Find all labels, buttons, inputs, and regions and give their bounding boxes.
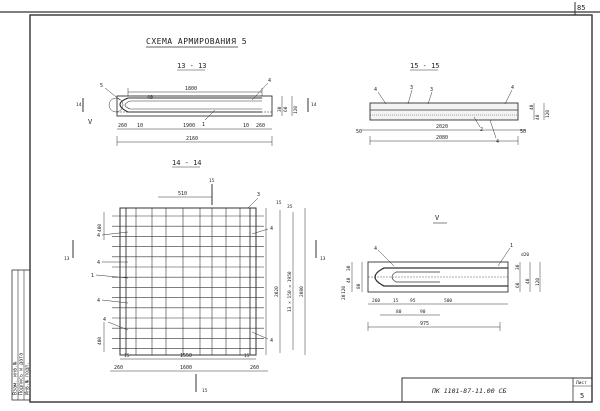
dim-13x150: 13 × 150 = 1950 xyxy=(287,271,293,312)
detail-callout-1: 1 xyxy=(510,243,513,249)
dim-510: 510 xyxy=(178,191,187,197)
slab-profile xyxy=(116,95,273,117)
detail-callout-4: 4 xyxy=(374,246,377,252)
slab-long-profile xyxy=(369,102,519,121)
callout-3-a: 3 xyxy=(410,85,413,91)
sheet-label: Лист xyxy=(576,380,587,386)
dim-35-top: 35 xyxy=(287,204,293,210)
dim-2020: 2020 xyxy=(436,124,448,130)
dim-15-right: 15 xyxy=(244,353,250,359)
dim-h30: 30 xyxy=(277,106,283,112)
dim-1900: 1900 xyxy=(183,123,195,129)
detail-rh30: 30 xyxy=(515,264,521,270)
detail-rh60: 60 xyxy=(515,282,521,288)
detail-h40: 40 xyxy=(346,277,352,283)
callout-4-right: 4 xyxy=(270,226,273,232)
dim-10-right: 10 xyxy=(243,123,249,129)
detail-h20: 20 xyxy=(341,294,347,300)
dim-50-left: 50 xyxy=(356,129,362,135)
cut-mark-15-bottom: 15 xyxy=(202,388,208,394)
dim-h120: 120 xyxy=(293,106,299,114)
plan-14-14: 14 - 14 510 15 3 400 400 13 13 4 4 1 4 xyxy=(64,159,326,394)
detail-ref-v: V xyxy=(88,118,93,126)
section-13-label: 13 - 13 xyxy=(177,62,207,70)
dim-2020: 2020 xyxy=(274,286,280,297)
dim-1550: 1550 xyxy=(180,353,192,359)
transverse-bars xyxy=(112,215,264,349)
dim-h40-b: 40 xyxy=(535,114,541,120)
section-15-label: 15 - 15 xyxy=(410,62,440,70)
side-label-sign: Подпись и дата xyxy=(19,353,25,395)
plan-14-label: 14 - 14 xyxy=(172,159,202,167)
cut-mark-13-right: 13 xyxy=(320,256,326,262)
dim-1600: 1600 xyxy=(180,365,192,371)
document-code: ПК 1101-87-11.00 СБ xyxy=(431,387,506,395)
dim-2080: 2080 xyxy=(436,135,448,141)
detail-dim-80: 80 xyxy=(396,309,402,315)
cut-mark-13-left: 13 xyxy=(64,256,70,262)
detail-dim-15: 15 xyxy=(393,298,399,304)
detail-dim-d20: d20 xyxy=(521,252,529,258)
callout-4-c: 4 xyxy=(97,298,100,304)
detail-rh120: 120 xyxy=(535,278,541,286)
section-13-13: 13 - 13 1800 40 5 4 1 V 260 10 1900 10 2… xyxy=(76,62,317,146)
dim-260-right: 260 xyxy=(250,365,259,371)
dim-h60: 60 xyxy=(283,106,289,112)
detail-dim-500: 500 xyxy=(444,298,452,304)
dim-15-top: 15 xyxy=(276,200,282,206)
callout-4-a: 4 xyxy=(374,87,377,93)
side-label-orig: Инв.№ подл. xyxy=(25,362,31,395)
dim-260-right: 260 xyxy=(256,123,265,129)
title-block: ПК 1101-87-11.00 СБ Лист 5 xyxy=(401,377,593,403)
detail-dim-95: 95 xyxy=(410,298,416,304)
sheet-number: 5 xyxy=(580,392,584,400)
dim-400-top: 400 xyxy=(97,224,103,232)
dim-1800: 1800 xyxy=(185,86,197,92)
detail-h30: 30 xyxy=(346,265,352,271)
side-stamp-strip: Взам. инв.№ Подпись и дата Инв.№ подл. xyxy=(11,269,31,401)
dim-400-bottom: 400 xyxy=(97,337,103,345)
dim-2080: 2080 xyxy=(299,286,305,297)
callout-4-c: 4 xyxy=(496,139,499,145)
callout-4-b: 4 xyxy=(511,85,514,91)
callout-4-d: 4 xyxy=(103,317,106,323)
detail-h80: 80 xyxy=(356,283,362,289)
callout-4: 4 xyxy=(268,78,271,84)
callout-5: 5 xyxy=(100,83,103,89)
page-number: 85 xyxy=(577,4,585,12)
drawing-frame xyxy=(29,14,593,403)
dim-260-left: 260 xyxy=(114,365,123,371)
drawing-title: СХЕМА АРМИРОВАНИЯ 5 xyxy=(146,37,247,46)
cut-mark-14-left: 14 xyxy=(76,102,82,108)
dim-h120: 120 xyxy=(545,110,551,118)
dim-2160: 2160 xyxy=(186,136,198,142)
detail-dim-90: 90 xyxy=(420,309,426,315)
dim-260-left: 260 xyxy=(118,123,127,129)
longitudinal-bars xyxy=(125,208,251,355)
callout-3: 3 xyxy=(257,192,260,198)
plan-slab-outline xyxy=(119,207,257,356)
detail-v: V 4 1 d20 30 40 80 120 20 30 60 40 120 2… xyxy=(341,214,541,331)
callout-4-right-b: 4 xyxy=(270,338,273,344)
callout-1: 1 xyxy=(202,122,205,128)
dim-15-left: 15 xyxy=(124,353,130,359)
cut-mark-14-right: 14 xyxy=(311,102,317,108)
detail-dim-260: 260 xyxy=(372,298,380,304)
dim-50-right: 50 xyxy=(520,129,526,135)
detail-v-label: V xyxy=(435,214,440,222)
cut-mark-15-top: 15 xyxy=(209,178,215,184)
section-15-15: 15 - 15 4 3 3 4 2 4 50 2020 50 2080 40 4… xyxy=(356,62,551,145)
side-label-inv: Взам. инв.№ xyxy=(13,362,19,395)
detail-rh40: 40 xyxy=(525,278,531,284)
detail-dim-975: 975 xyxy=(420,321,429,327)
callout-4-b: 4 xyxy=(97,260,100,266)
dim-h40-a: 40 xyxy=(529,104,535,110)
callout-4-a: 4 xyxy=(97,233,100,239)
callout-1: 1 xyxy=(91,273,94,279)
detail-h120: 120 xyxy=(341,286,347,294)
dim-10-left: 10 xyxy=(137,123,143,129)
callout-3-b: 3 xyxy=(430,87,433,93)
